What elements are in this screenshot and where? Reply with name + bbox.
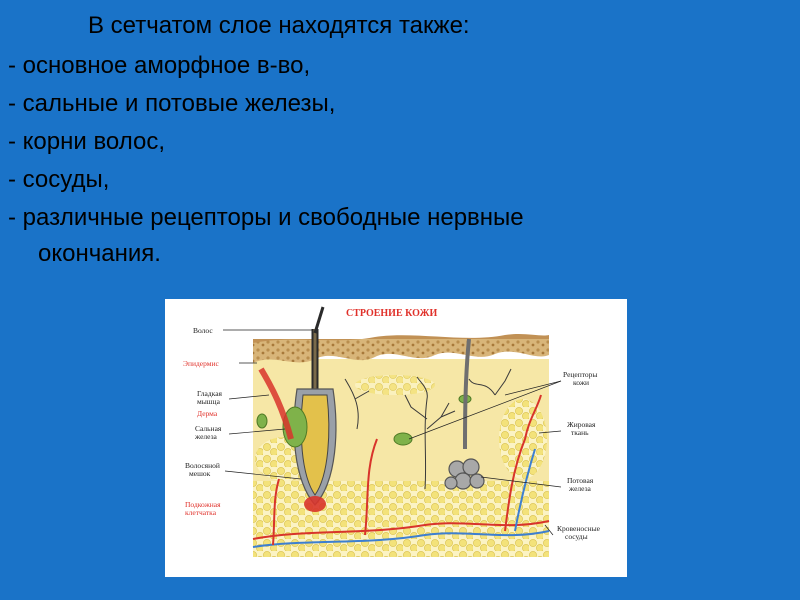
label-epidermis: Эпидермис [183, 359, 220, 368]
skin-structure-figure: СТРОЕНИЕ КОЖИ [165, 299, 627, 577]
stratum-corneum [253, 334, 549, 343]
right-labels: Рецепторы кожи Жировая ткань Потовая жел… [557, 370, 601, 541]
label-fat-2: ткань [571, 428, 589, 437]
sweat-duct [463, 338, 471, 450]
label-follicle-2: мешок [189, 469, 211, 478]
label-sebaceous-2: железа [194, 432, 218, 441]
label-receptors-2: кожи [573, 378, 589, 387]
arrector-pili-muscle [258, 367, 294, 440]
label-sweat-2: железа [568, 484, 592, 493]
label-sebaceous-1: Сальная [195, 424, 222, 433]
label-vessels-2: сосуды [565, 532, 588, 541]
fat-cluster-right [499, 399, 547, 479]
label-sweat-1: Потовая [567, 476, 594, 485]
nerve-fibers [344, 368, 512, 490]
tissue-block [252, 306, 550, 557]
label-smooth-muscle-2: мышца [197, 397, 221, 406]
hair-papilla [304, 496, 326, 512]
list-item-receptors: - различные рецепторы и свободные нервны… [8, 204, 524, 231]
blood-vessels [252, 394, 550, 548]
receptor-cell-1 [393, 432, 413, 446]
list-item-glands: - сальные и потовые железы, [8, 90, 336, 117]
list-item-receptors-continued: окончания. [38, 240, 161, 267]
leader-lines [223, 329, 562, 536]
label-hair: Волос [193, 326, 213, 335]
label-smooth-muscle-1: Гладкая [197, 389, 223, 398]
label-dermis: Дерма [197, 409, 218, 418]
hypodermis-layer [253, 477, 549, 557]
list-item-hair-roots: - корни волос, [8, 128, 166, 155]
epidermis-layer [253, 339, 549, 363]
label-receptors-1: Рецепторы [563, 370, 597, 379]
slide-heading: В сетчатом слое находятся также: [88, 12, 470, 39]
fat-cluster-top [355, 375, 435, 395]
label-fat-1: Жировая [567, 420, 596, 429]
figure-title: СТРОЕНИЕ КОЖИ [346, 308, 438, 319]
left-labels: Волос Эпидермис Гладкая мышца Дерма Саль… [183, 326, 223, 517]
skin-diagram: СТРОЕНИЕ КОЖИ [183, 306, 601, 557]
receptor-cell-2 [256, 413, 268, 429]
label-follicle-1: Волосяной [185, 461, 220, 470]
list-item-vessels: - сосуды, [8, 166, 110, 193]
label-hypodermis-1: Подкожная [185, 500, 221, 509]
label-hypodermis-2: клетчатка [185, 508, 217, 517]
label-vessels-1: Кровеносные [557, 524, 601, 533]
sweat-gland-coil [444, 458, 485, 490]
list-item-amorphous: - основное аморфное в-во, [8, 52, 311, 79]
